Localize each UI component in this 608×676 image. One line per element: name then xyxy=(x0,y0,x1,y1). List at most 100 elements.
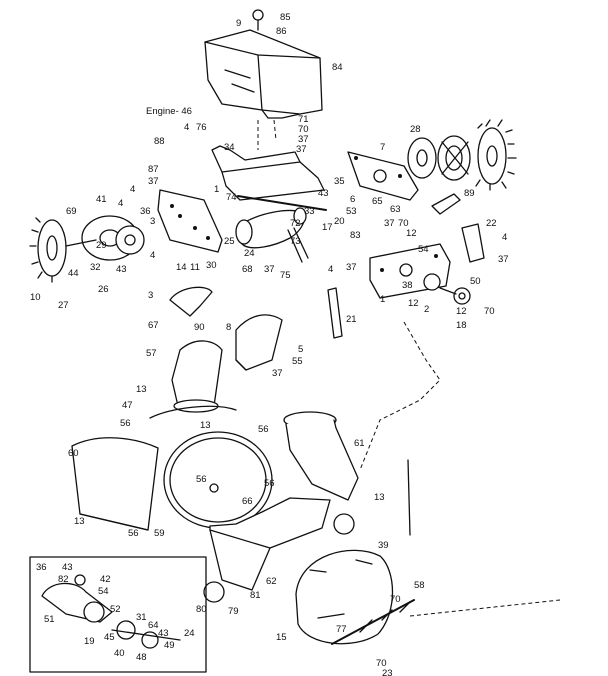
callout-44: 44 xyxy=(68,268,79,279)
callout-59: 59 xyxy=(154,528,165,539)
callout-37: 37 xyxy=(296,144,307,155)
callout-3: 3 xyxy=(150,216,155,227)
callout-20: 20 xyxy=(334,216,345,227)
callout-76: 76 xyxy=(196,122,207,133)
callout-70: 70 xyxy=(484,306,495,317)
callout-47: 47 xyxy=(122,400,133,411)
callout-4: 4 xyxy=(328,264,333,275)
callout-70: 70 xyxy=(398,218,409,229)
callout-3: 3 xyxy=(148,290,153,301)
callout-13: 13 xyxy=(374,492,385,503)
callout-12: 12 xyxy=(456,306,467,317)
inset-callout-48: 48 xyxy=(136,652,147,663)
callout-29: 29 xyxy=(96,240,107,251)
inset-callout-43b: 43 xyxy=(158,628,169,639)
callout-18: 18 xyxy=(456,320,467,331)
inset-detail xyxy=(29,556,207,673)
callout-86: 86 xyxy=(276,26,287,37)
callout-23: 23 xyxy=(382,668,393,676)
callout-13: 13 xyxy=(200,420,211,431)
callout-56: 56 xyxy=(258,424,269,435)
callout-37: 37 xyxy=(272,368,283,379)
inset-callout-40: 40 xyxy=(114,648,125,659)
callout-37: 37 xyxy=(346,262,357,273)
callout-28: 28 xyxy=(410,124,421,135)
callout-73: 73 xyxy=(290,236,301,247)
callout-67: 67 xyxy=(148,320,159,331)
inset-callout-51: 51 xyxy=(44,614,55,625)
callout-37: 37 xyxy=(498,254,509,265)
callout-71: 71 xyxy=(298,114,309,125)
callout-56: 56 xyxy=(196,474,207,485)
callout-22: 22 xyxy=(486,218,497,229)
callout-43: 43 xyxy=(318,188,329,199)
callout-84: 84 xyxy=(332,62,343,73)
callout-34: 34 xyxy=(224,142,235,153)
gear-assembly-left xyxy=(29,215,145,283)
inset-callout-43: 43 xyxy=(62,562,73,573)
callout-labels: 9 85 86 84 Engine- 46 71 70 37 4 76 34 3… xyxy=(30,12,509,676)
callout-57: 57 xyxy=(146,348,157,359)
callout-70: 70 xyxy=(298,124,309,135)
callout-38: 38 xyxy=(402,280,413,291)
callout-10: 10 xyxy=(30,292,41,303)
callout-5: 5 xyxy=(298,344,303,355)
callout-69: 69 xyxy=(66,206,77,217)
inset-callout-64: 64 xyxy=(148,620,159,631)
wheel-pulley-28 xyxy=(407,119,517,191)
callout-4: 4 xyxy=(502,232,507,243)
callout-2: 2 xyxy=(424,304,429,315)
side-plate-left xyxy=(157,189,223,253)
callout-engine: Engine- 46 xyxy=(146,106,192,117)
engine-mount-plate xyxy=(211,145,325,201)
callout-15: 15 xyxy=(276,632,287,643)
inset-callout-82: 82 xyxy=(58,574,69,585)
inset-callout-36: 36 xyxy=(36,562,47,573)
callout-14: 14 xyxy=(176,262,187,273)
callout-39: 39 xyxy=(378,540,389,551)
callout-1: 1 xyxy=(214,184,219,195)
callout-37: 37 xyxy=(384,218,395,229)
callout-32: 32 xyxy=(90,262,101,273)
callout-6: 6 xyxy=(350,194,355,205)
callout-4: 4 xyxy=(130,184,135,195)
ring-47 xyxy=(149,405,237,419)
disc-80 xyxy=(203,581,225,603)
callout-60: 60 xyxy=(68,448,79,459)
chute-base-61 xyxy=(283,411,359,501)
callout-62: 62 xyxy=(266,576,277,587)
callout-4: 4 xyxy=(184,122,189,133)
inset-callout-49: 49 xyxy=(164,640,175,651)
bracket-89 xyxy=(431,193,461,215)
callout-12: 12 xyxy=(408,298,419,309)
callout-87: 87 xyxy=(148,164,159,175)
callout-37: 37 xyxy=(264,264,275,275)
callout-54: 54 xyxy=(418,244,429,255)
callout-55: 55 xyxy=(292,356,303,367)
callout-4: 4 xyxy=(118,198,123,209)
inset-callout-52: 52 xyxy=(110,604,121,615)
callout-26: 26 xyxy=(98,284,109,295)
housing-shroud-60 xyxy=(71,437,159,531)
inset-callout-45: 45 xyxy=(104,632,115,643)
chute-57 xyxy=(171,340,223,413)
callout-88: 88 xyxy=(154,136,165,147)
chain-drive xyxy=(235,207,309,263)
callout-83: 83 xyxy=(350,230,361,241)
callout-11: 11 xyxy=(190,262,200,273)
callout-80: 80 xyxy=(196,604,207,615)
bearings-right xyxy=(423,273,471,305)
callout-56: 56 xyxy=(264,478,275,489)
bracket-22 xyxy=(461,223,485,263)
callout-43: 43 xyxy=(116,264,127,275)
callout-27: 27 xyxy=(58,300,69,311)
callout-21: 21 xyxy=(346,314,357,325)
callout-61: 61 xyxy=(354,438,365,449)
callout-8: 8 xyxy=(226,322,231,333)
inset-callout-42: 42 xyxy=(100,574,111,585)
callout-56: 56 xyxy=(120,418,131,429)
callout-70: 70 xyxy=(376,658,387,669)
callout-25: 25 xyxy=(224,236,235,247)
callout-81: 81 xyxy=(250,590,261,601)
bar-21 xyxy=(327,287,343,339)
